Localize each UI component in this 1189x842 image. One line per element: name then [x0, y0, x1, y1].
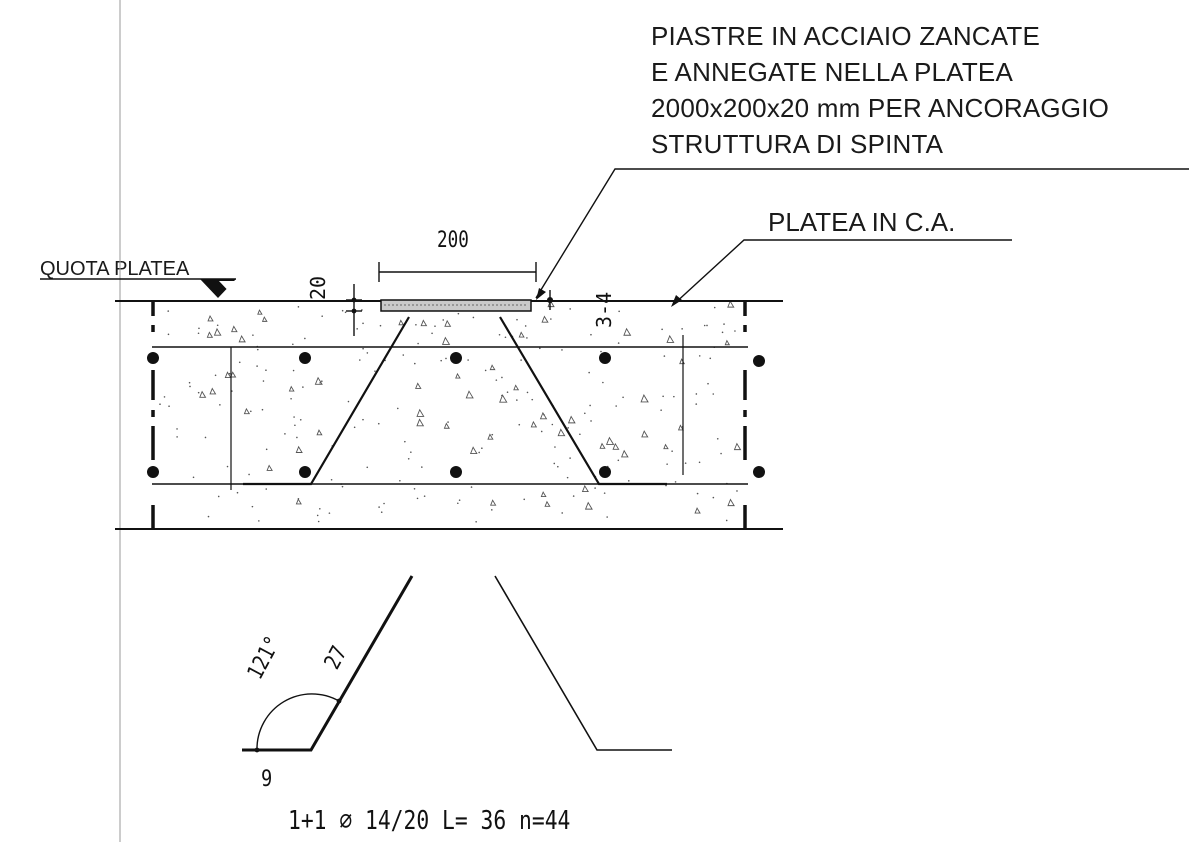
- concrete-speckle: [159, 299, 742, 523]
- level-label: QUOTA PLATEA: [40, 258, 190, 280]
- bar-foot-dimension: 9: [261, 767, 273, 792]
- rebar-dot: [753, 466, 765, 478]
- plate-note-line: 2000x200x20 mm PER ANCORAGGIO: [651, 93, 1110, 123]
- rebar-dot: [299, 352, 311, 364]
- plate-note-line: E ANNEGATE NELLA PLATEA: [651, 57, 1013, 87]
- rebar-dot: [299, 466, 311, 478]
- rebar-dots: [147, 352, 765, 478]
- rebar-dot: [599, 352, 611, 364]
- plate-note-leader: [535, 168, 1189, 299]
- slab-label: PLATEA IN C.A.: [768, 207, 956, 237]
- bar-shape-mirror: [494, 575, 672, 751]
- anchor-bar-left: [243, 316, 410, 486]
- steel-plate: [380, 299, 532, 312]
- plate-note: PIASTRE IN ACCIAIO ZANCATE E ANNEGATE NE…: [651, 18, 1109, 162]
- anchor-bar-right: [499, 316, 667, 486]
- rebar-dot: [147, 352, 159, 364]
- rebar-schedule: 1+1 ⌀ 14/20 L= 36 n=44: [288, 806, 571, 836]
- rebar-dot: [450, 466, 462, 478]
- rebar-dot: [450, 352, 462, 364]
- plate-width-dim-line: [378, 262, 537, 282]
- slab-label-leader: [672, 239, 1012, 306]
- rebar-dot: [753, 355, 765, 367]
- plate-note-line: PIASTRE IN ACCIAIO ZANCATE: [651, 21, 1041, 51]
- plate-note-line: STRUTTURA DI SPINTA: [651, 129, 944, 159]
- bend-angle-arc: [256, 693, 340, 751]
- rebar-dot: [147, 466, 159, 478]
- bar-shape-detail: [242, 575, 414, 752]
- plate-width-dimension: 200: [437, 228, 469, 253]
- rebar-dot: [599, 466, 611, 478]
